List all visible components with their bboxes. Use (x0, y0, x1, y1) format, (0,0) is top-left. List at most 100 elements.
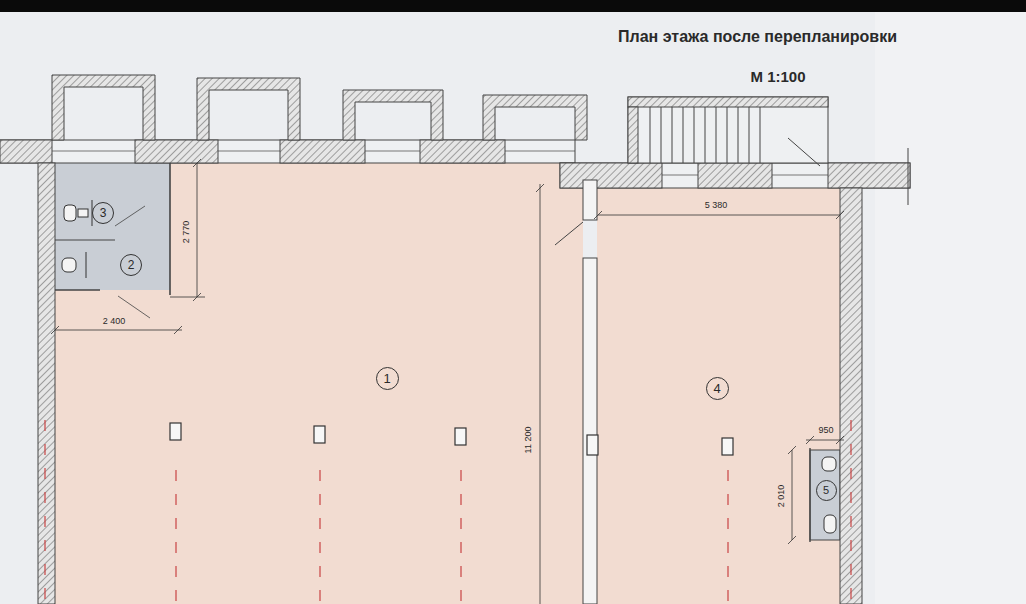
dimension-label: 2 010 (777, 485, 787, 508)
dimension-label: 950 (818, 426, 833, 436)
stair (661, 107, 662, 163)
bay-wall (343, 90, 443, 140)
stair (672, 107, 673, 163)
top-wall (828, 163, 910, 188)
dimension-label: 5 380 (705, 201, 728, 211)
room-number-text: 5 (823, 485, 829, 496)
sanitary-fixture (78, 209, 88, 217)
wc-partition (118, 296, 150, 318)
dimension-line (806, 436, 814, 444)
stair (628, 97, 828, 166)
room-number: 5 (816, 480, 837, 501)
room-number-text: 1 (383, 372, 390, 385)
floor (55, 163, 840, 604)
top-wall (135, 140, 218, 163)
column (587, 435, 598, 455)
stair (650, 107, 651, 163)
axis-mark (45, 420, 851, 604)
dimension-label: 2 770 (182, 221, 192, 244)
stair (628, 107, 638, 163)
side-wall (38, 163, 55, 604)
dimension-line (55, 330, 182, 331)
photo-edge (0, 0, 1026, 12)
top-wall (560, 163, 662, 188)
bay-wall (52, 75, 587, 140)
dimension-line (536, 184, 544, 192)
sanitary-fixture (62, 200, 836, 533)
column (170, 423, 733, 455)
sanitary-fixture (822, 457, 836, 471)
paper-fold (875, 12, 1026, 604)
room-number-text: 3 (100, 207, 107, 219)
floor (55, 163, 583, 604)
top-wall (0, 140, 52, 163)
bay-wall (52, 75, 155, 140)
stair (716, 107, 717, 163)
room-number-text: 2 (128, 259, 135, 271)
top-wall (0, 140, 575, 163)
stair (628, 97, 828, 107)
dimension-line (792, 450, 793, 540)
axis-mark (175, 470, 176, 604)
sanitary-fixture (64, 205, 76, 221)
dimension-line (193, 159, 201, 167)
side-wall (38, 163, 862, 604)
dimension-line (836, 436, 844, 444)
room-number: 3 (92, 202, 114, 224)
dimension-line (594, 211, 602, 219)
wc-partition (55, 163, 810, 542)
wc-partition (55, 289, 100, 291)
dimension-line (193, 293, 201, 301)
stair (760, 107, 761, 163)
stair (694, 107, 695, 163)
top-wall (698, 163, 772, 188)
stair (749, 107, 750, 163)
dimension-line (788, 536, 796, 544)
side-wall (840, 188, 862, 604)
stair (683, 107, 684, 163)
room-number: 2 (120, 254, 142, 276)
floor (810, 450, 840, 540)
axis-mark (850, 420, 851, 604)
stair (788, 138, 820, 166)
sanitary-fixture (824, 515, 836, 533)
floor (55, 163, 170, 290)
stair (628, 97, 828, 163)
dimension-label: 11 200 (524, 427, 534, 454)
bay-wall (483, 95, 587, 140)
wc-partition (115, 206, 145, 226)
room-number: 1 (376, 367, 399, 390)
column (455, 428, 466, 445)
room-number: 4 (706, 377, 729, 400)
column (170, 423, 181, 440)
dimension-label: 2 400 (103, 317, 126, 327)
stair (727, 107, 728, 163)
dimension-line (197, 163, 198, 297)
axis-mark (319, 470, 320, 604)
side-wall (555, 222, 583, 245)
axis-mark (460, 470, 461, 604)
plan-title: План этажа после перепланировки (618, 28, 897, 46)
scale-label: М 1:100 (750, 69, 805, 86)
stair (705, 107, 706, 163)
top-wall (560, 163, 910, 188)
dimension-line (806, 440, 844, 441)
axis-mark (44, 420, 45, 604)
axis-mark (727, 470, 728, 604)
column (722, 438, 733, 455)
sanitary-fixture (62, 258, 76, 272)
floor (597, 188, 840, 604)
top-wall (908, 148, 909, 205)
dimension-line (174, 326, 182, 334)
stair (738, 107, 739, 163)
bay-wall (197, 78, 300, 140)
side-wall (583, 180, 597, 220)
dimension-line (540, 184, 541, 604)
dimension-line (51, 159, 844, 604)
dimension-line (836, 211, 844, 219)
dimension-line (788, 446, 796, 454)
sanitary-fixture (86, 252, 87, 278)
dimension-line (51, 326, 59, 334)
dimension-line (598, 215, 840, 216)
